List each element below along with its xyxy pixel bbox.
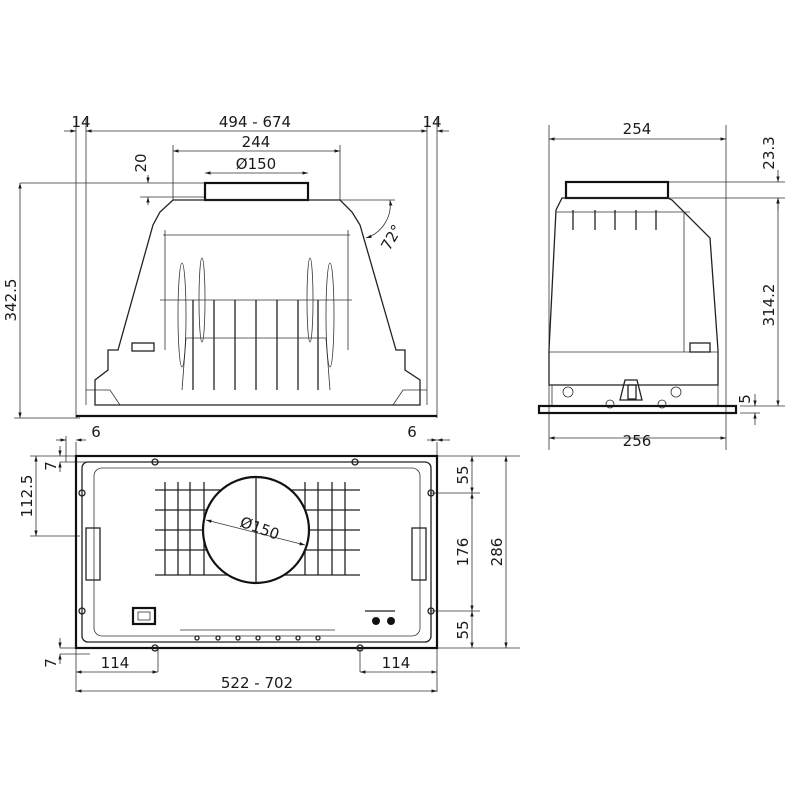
bottom-view: [30, 436, 520, 693]
side-body-height-label: 314.2: [760, 284, 778, 327]
front-left-margin-label: 14: [71, 113, 90, 131]
side-top-width-label: 254: [623, 120, 652, 138]
bottom-overall-depth-label: 286: [488, 538, 506, 567]
bottom-left-spacing-label: 114: [101, 654, 130, 672]
front-outlet-height-label: 20: [132, 153, 150, 172]
side-outlet-height-label: 23.3: [760, 136, 778, 169]
bottom-right-spacing-label: 114: [382, 654, 411, 672]
front-view: [14, 118, 449, 419]
bottom-middle-segment-label: 176: [454, 538, 472, 567]
bottom-overall-width-label: 522 - 702: [221, 674, 293, 692]
front-height-label: 342.5: [2, 279, 20, 322]
bottom-center-offset-label: 112.5: [18, 475, 36, 518]
front-overall-width-label: 494 - 674: [219, 113, 291, 131]
side-view: [537, 125, 785, 450]
front-outlet-diameter-label: Ø150: [236, 155, 276, 173]
side-flange-thickness-label: 5: [736, 394, 754, 404]
front-right-margin-label: 14: [422, 113, 441, 131]
bottom-bottom-edge-label: 7: [42, 658, 60, 668]
bottom-right-offset-label: 6: [407, 423, 417, 441]
side-bottom-width-label: 256: [623, 432, 652, 450]
bottom-left-offset-label: 6: [91, 423, 101, 441]
bottom-top-edge-label: 7: [42, 461, 60, 471]
front-angle-label: 72°: [377, 221, 406, 253]
bottom-bottom-segment-label: 55: [454, 620, 472, 639]
bottom-top-segment-label: 55: [454, 465, 472, 484]
front-body-width-label: 244: [242, 133, 271, 151]
